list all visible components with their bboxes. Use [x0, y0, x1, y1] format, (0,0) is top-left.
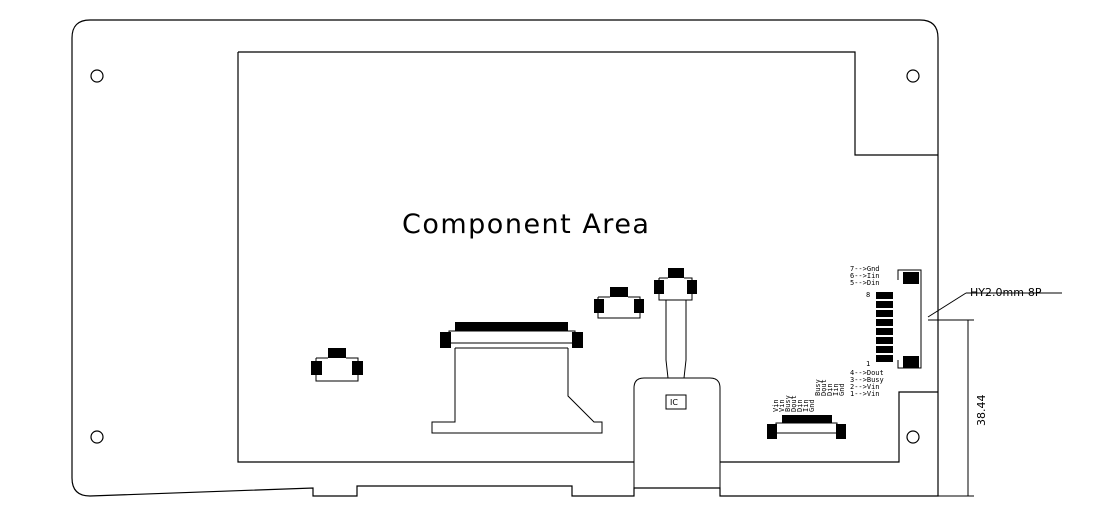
component-area-outline [237, 51, 938, 463]
smd-component-left [311, 348, 363, 382]
mounting-hole-top-right [906, 69, 920, 83]
ic-box [665, 394, 687, 410]
pin-label-6: 6-->Iin [850, 272, 880, 280]
lower-connector-labels: Vin Vin Busy Dout Din Iin Gnd Busy Dout … [772, 379, 846, 412]
pin-label-5: 5-->Din [850, 279, 880, 287]
flex-cable-to-ic: IC [633, 300, 721, 496]
lower-label-1: Vin [772, 399, 780, 412]
lower-label-6: Iin [802, 399, 810, 412]
fpc-connector-main [431, 322, 603, 434]
connector-callout-label: HY2.0mm-8P [970, 286, 1042, 299]
smd-component-upper [654, 268, 697, 301]
component-area-label: Component Area [402, 209, 650, 240]
pin-label-7: 7-->Gnd [850, 265, 880, 273]
board-outline [71, 19, 939, 497]
mounting-hole-bottom-right [906, 430, 920, 444]
lower-label-8: Busy [814, 379, 822, 396]
lower-label-9: Dout [820, 379, 828, 396]
pin1-mark: 1 [866, 360, 870, 368]
lower-label-4: Dout [790, 395, 798, 412]
pin-label-1: 1-->Vin [850, 390, 880, 398]
lower-label-10: Din [826, 383, 834, 396]
pin-label-3: 3-->Busy [850, 376, 884, 384]
lower-label-12: Gnd [838, 383, 846, 396]
pin8-mark: 8 [866, 291, 870, 299]
fpc-connector-lower [767, 415, 846, 439]
pin-label-4: 4-->Dout [850, 369, 884, 377]
lower-label-2: Vin [778, 399, 786, 412]
lower-label-7: Gnd [808, 399, 816, 412]
lower-label-11: Iin [832, 383, 840, 396]
mounting-hole-bottom-left [90, 430, 104, 444]
hy-connector: 8 1 [866, 269, 922, 369]
pin-label-2: 2-->Vin [850, 383, 880, 391]
smd-component-middle [594, 287, 644, 319]
ic-label: IC [670, 398, 678, 407]
connector-leader-line [927, 292, 967, 318]
lower-label-3: Busy [784, 395, 792, 412]
mounting-hole-top-left [90, 69, 104, 83]
dimension-label: 38.44 [975, 395, 988, 427]
dimension-38-44: 38.44 [928, 319, 988, 497]
lower-label-5: Din [796, 399, 804, 412]
